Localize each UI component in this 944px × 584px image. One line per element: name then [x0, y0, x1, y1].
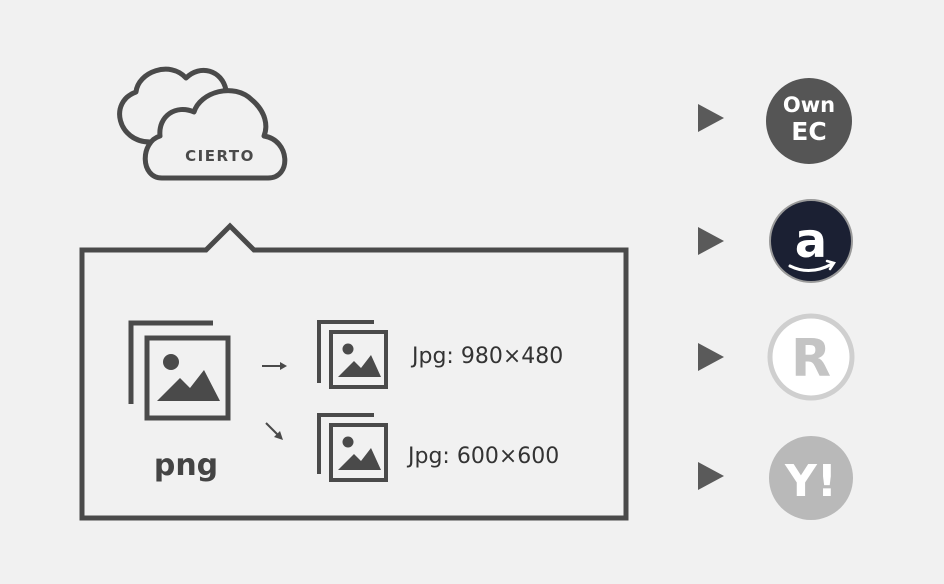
svg-text:R: R — [791, 329, 831, 389]
cierto-cloud-icon — [117, 66, 288, 181]
source-image-icon — [128, 320, 231, 421]
svg-text:a: a — [795, 213, 827, 269]
transform-arrow-diagonal-icon — [265, 422, 283, 440]
transform-arrow-right-icon — [262, 362, 287, 370]
own-ec-icon: Own EC — [766, 78, 852, 164]
output-label: Jpg: 980×480 — [410, 344, 563, 369]
play-arrow-icon — [698, 343, 724, 371]
svg-text:Y!: Y! — [784, 456, 837, 507]
rakuten-logo-icon: R — [767, 313, 855, 401]
cloud-label: CIERTO — [185, 147, 255, 165]
source-format-label: png — [154, 448, 218, 483]
back-cloud-outline — [117, 66, 229, 145]
play-arrow-icon — [698, 227, 724, 255]
yahoo-logo-icon: Y! — [769, 436, 853, 520]
front-cloud-outline — [142, 88, 288, 181]
play-arrow-icon — [698, 104, 724, 132]
own-ec-label-line1: Own — [783, 93, 835, 117]
output-image-icon — [317, 320, 388, 389]
play-arrow-icon — [698, 462, 724, 490]
output-label: Jpg: 600×600 — [406, 444, 559, 469]
amazon-logo-icon: a — [769, 199, 853, 283]
bubble-frame — [79, 222, 629, 521]
own-ec-label-line2: EC — [791, 117, 826, 146]
output-image-icon — [317, 413, 388, 482]
